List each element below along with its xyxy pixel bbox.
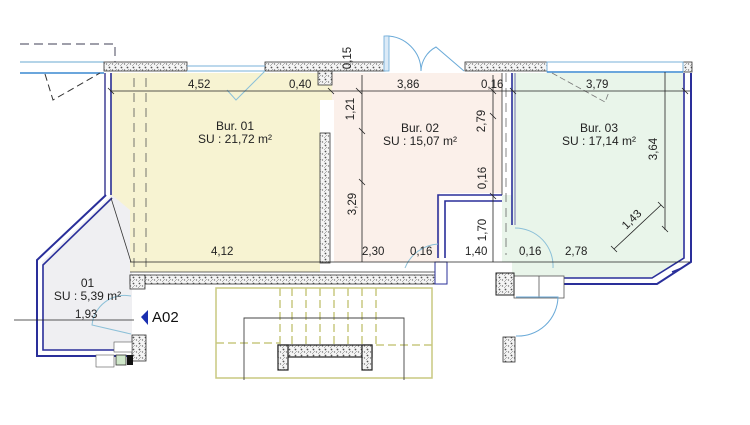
door-swing-entrance <box>385 35 422 72</box>
room01-outer-wall <box>36 194 132 357</box>
dim-0-16-a: 0,16 <box>410 246 433 258</box>
door-swing-bur01 <box>226 70 266 101</box>
dim-1-40: 1,40 <box>465 246 488 258</box>
room-01-label[interactable]: 01 SU : 5,39 m² <box>40 277 135 303</box>
dim-0-15: 0,15 <box>342 46 355 70</box>
dimension-lines <box>14 72 690 321</box>
room-bur01-name: Bur. 01 <box>215 119 255 133</box>
stair-core-wall <box>277 344 373 358</box>
room-01-name: 01 <box>80 276 95 290</box>
wall-bur01-bur02 <box>319 132 331 264</box>
dim-2-78: 2,78 <box>565 246 588 258</box>
room-bur03-area: SU : 17,14 m² <box>561 134 637 148</box>
room-bur02-fill <box>332 73 502 262</box>
bur03-outer-wall <box>514 73 685 279</box>
dim-3-29: 3,29 <box>347 192 360 216</box>
room-bur03-label[interactable]: Bur. 03 SU : 17,14 m² <box>549 122 649 148</box>
dim-0-40: 0,40 <box>289 79 312 91</box>
dim-1-70: 1,70 <box>477 218 490 242</box>
room-01-fill <box>42 195 132 350</box>
dim-4-12: 4,12 <box>211 246 234 258</box>
corridor-wall <box>437 194 502 258</box>
room-bur02-area: SU : 15,07 m² <box>382 134 458 148</box>
staircase <box>215 287 433 379</box>
wall-top-1 <box>103 61 188 72</box>
room-bur01-label[interactable]: Bur. 01 SU : 21,72 m² <box>185 120 285 146</box>
dim-0-16-b: 0,16 <box>519 246 542 258</box>
dim-2-79: 2,79 <box>476 109 489 133</box>
dim-0-16-mid: 0,16 <box>477 166 490 190</box>
dim-3-64: 3,64 <box>648 137 661 161</box>
dim-2-30: 2,30 <box>362 246 385 258</box>
wall-top-2 <box>264 61 386 72</box>
dim-3-86: 3,86 <box>397 79 420 91</box>
room-bur01-fill <box>110 73 332 272</box>
dim-4-52: 4,52 <box>188 79 211 91</box>
door-swing-bur03 <box>551 72 610 103</box>
room-bur02-name: Bur. 02 <box>400 121 440 135</box>
room-bur01-area: SU : 21,72 m² <box>197 132 273 146</box>
door-swing-bottom-right <box>515 296 559 337</box>
room-bur02-label[interactable]: Bur. 02 SU : 15,07 m² <box>370 122 470 148</box>
section-marker-arrow <box>141 310 148 325</box>
dim-1-93: 1,93 <box>75 309 98 321</box>
room-bur03-name: Bur. 03 <box>579 121 619 135</box>
dim-3-79: 3,79 <box>586 79 609 91</box>
overhang-outline <box>20 43 116 62</box>
dim-0-16-top: 0,16 <box>481 79 504 91</box>
wall-top-3 <box>464 61 548 72</box>
room-01-area: SU : 5,39 m² <box>53 289 122 303</box>
dim-1-21: 1,21 <box>345 97 358 121</box>
section-marker-label[interactable]: A02 <box>152 309 179 326</box>
